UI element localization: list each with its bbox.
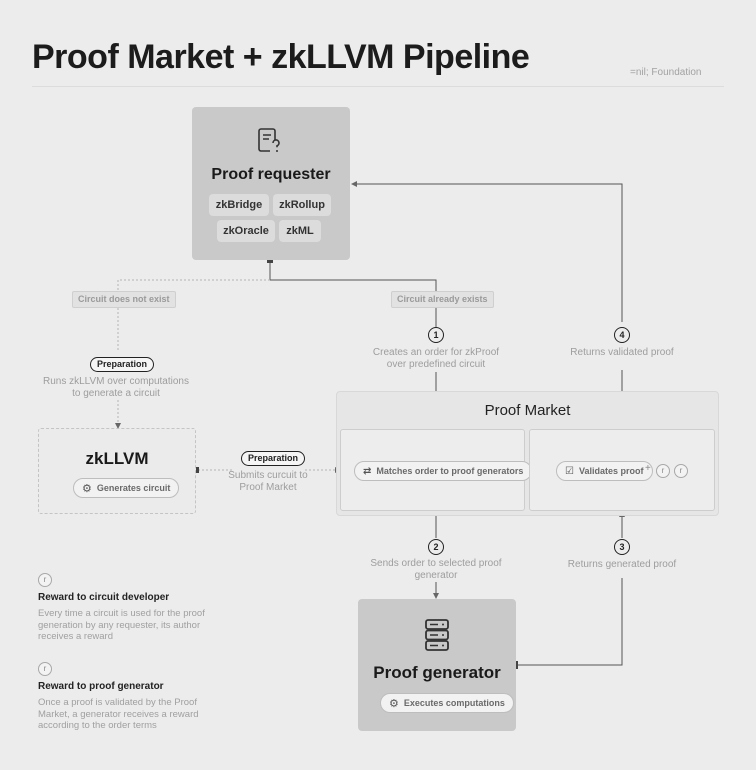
requester-item-zkoracle: zkOracle: [217, 220, 275, 242]
proof-generator-title: Proof generator: [373, 663, 501, 682]
legend-dev-text: Every time a circuit is used for the pro…: [38, 608, 205, 642]
legend-gen-title: Reward to proof generator: [38, 681, 164, 692]
step-4-badge: 4: [614, 327, 630, 343]
zkllvm-card: zkLLVM ⚙ Generates circuit: [38, 428, 196, 514]
checklist-icon: ☑: [565, 465, 574, 477]
executes-computations-chip: ⚙ Executes computations: [380, 693, 514, 713]
proof-market-title: Proof Market: [484, 402, 571, 419]
step-2-caption: Sends order to selected proof generator: [370, 558, 502, 581]
validation-panel: ☑ Validates proof + r r: [529, 429, 715, 511]
requester-item-zkbridge: zkBridge: [209, 194, 269, 216]
reward-coin-icon: r: [38, 662, 52, 676]
requester-item-zkrollup: zkRollup: [273, 194, 331, 216]
proof-generator-card: Proof generator ⚙ Executes computations: [358, 599, 516, 731]
legend-gen-text: Once a proof is validated by the Proof M…: [38, 697, 199, 731]
proof-requester-card: Proof requester zkBridge zkRollup zkOrac…: [192, 107, 350, 260]
validates-proof-chip: ☑ Validates proof: [556, 461, 653, 481]
page-title: Proof Market + zkLLVM Pipeline: [32, 38, 530, 76]
tag-circuit-exists: Circuit already exists: [391, 291, 494, 308]
executes-computations-label: Executes computations: [403, 698, 505, 708]
preparation-submit-caption: Submits curcuit to Proof Market: [228, 470, 308, 493]
step-1-badge: 1: [428, 327, 444, 343]
gear-icon: ⚙: [82, 482, 92, 495]
route-icon: ⇄: [363, 465, 372, 477]
reward-coin-icon: r: [656, 464, 670, 478]
generates-circuit-chip: ⚙ Generates circuit: [73, 478, 180, 498]
reward-coin-icon: r: [38, 573, 52, 587]
server-icon: [425, 619, 449, 656]
plus-sign: +: [645, 463, 651, 474]
tag-circuit-not-exist: Circuit does not exist: [72, 291, 176, 308]
generates-circuit-label: Generates circuit: [96, 483, 171, 493]
matching-panel: ⇄ Matches order to proof generators: [340, 429, 533, 511]
legend-dev-title: Reward to circuit developer: [38, 592, 170, 603]
step-2-badge: 2: [428, 539, 444, 555]
step-3-badge: 3: [614, 539, 630, 555]
connector-step3: [517, 512, 622, 666]
connector-not-exist: [117, 279, 270, 350]
step-3-caption: Returns generated proof: [567, 559, 677, 570]
gear-icon: ⚙: [389, 697, 399, 710]
requester-item-zkml: zkML: [279, 220, 321, 242]
header-divider: [32, 86, 724, 87]
reward-coin-icon: r: [674, 464, 688, 478]
proof-requester-title: Proof requester: [211, 166, 331, 183]
validates-proof-label: Validates proof: [578, 466, 644, 476]
matches-order-label: Matches order to proof generators: [376, 466, 524, 476]
preparation-badge-submit: Preparation: [241, 451, 306, 466]
preparation-run-caption: Runs zkLLVM over computations to generat…: [43, 376, 189, 399]
matches-order-chip: ⇄ Matches order to proof generators: [354, 461, 533, 481]
step-1-caption: Creates an order for zkProof over predef…: [372, 347, 500, 370]
zkllvm-title: zkLLVM: [85, 449, 149, 468]
step-4-caption: Returns validated proof: [570, 347, 674, 358]
document-question-icon: [258, 127, 282, 158]
preparation-badge-run: Preparation: [90, 357, 155, 372]
brand-label: =nil; Foundation: [630, 67, 702, 78]
